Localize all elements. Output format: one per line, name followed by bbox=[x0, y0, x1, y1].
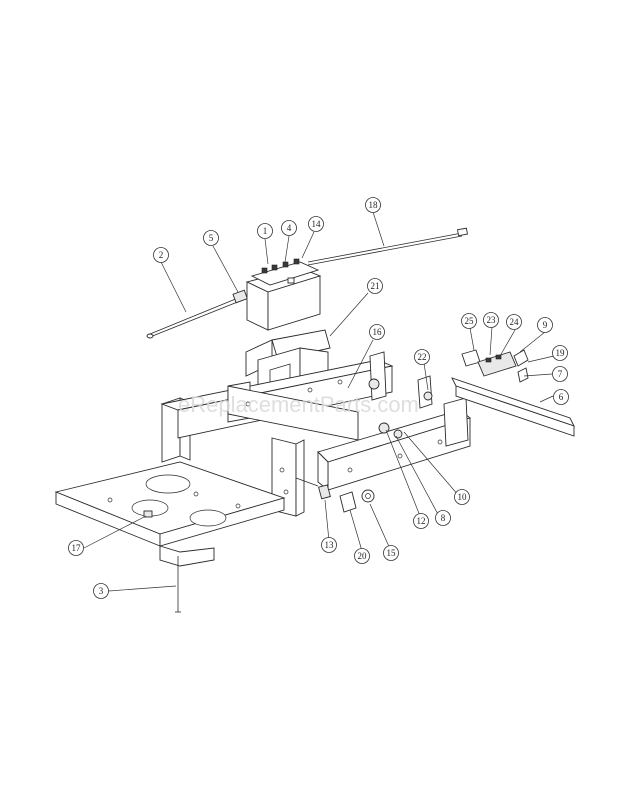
callout-23: 23 bbox=[483, 312, 499, 328]
battery-cable-long bbox=[307, 227, 468, 266]
svg-text:18: 18 bbox=[369, 200, 379, 210]
svg-text:17: 17 bbox=[72, 543, 82, 553]
callout-21: 21 bbox=[367, 278, 383, 294]
small-parts bbox=[295, 351, 433, 513]
svg-text:25: 25 bbox=[465, 316, 475, 326]
callout-1: 1 bbox=[257, 223, 273, 239]
callout-18: 18 bbox=[365, 197, 381, 213]
callout-3: 3 bbox=[93, 583, 109, 599]
svg-text:8: 8 bbox=[441, 513, 446, 523]
svg-text:15: 15 bbox=[387, 548, 397, 558]
callout-17: 17 bbox=[68, 540, 84, 556]
right-channel bbox=[317, 397, 471, 491]
svg-text:10: 10 bbox=[458, 492, 468, 502]
svg-text:20: 20 bbox=[358, 551, 368, 561]
svg-text:16: 16 bbox=[373, 327, 383, 337]
callout-12: 12 bbox=[413, 513, 429, 529]
callout-8: 8 bbox=[435, 510, 451, 526]
callout-14: 14 bbox=[308, 216, 324, 232]
callout-4: 4 bbox=[281, 220, 297, 236]
watermark-text: eReplacementParts.com bbox=[178, 392, 419, 417]
svg-text:5: 5 bbox=[209, 233, 214, 243]
svg-text:24: 24 bbox=[510, 317, 520, 327]
right-rail bbox=[451, 349, 575, 437]
callout-25: 25 bbox=[461, 313, 477, 329]
svg-text:7: 7 bbox=[558, 369, 563, 379]
svg-text:3: 3 bbox=[99, 586, 104, 596]
svg-text:2: 2 bbox=[159, 250, 164, 260]
callout-7: 7 bbox=[552, 366, 568, 382]
frame-assembly bbox=[160, 359, 394, 517]
callout-15: 15 bbox=[383, 545, 399, 561]
svg-text:13: 13 bbox=[325, 540, 335, 550]
callout-24: 24 bbox=[506, 314, 522, 330]
svg-text:9: 9 bbox=[543, 320, 548, 330]
callout-5: 5 bbox=[203, 230, 219, 246]
callout-leaders bbox=[83, 211, 555, 592]
battery bbox=[245, 258, 322, 331]
svg-text:14: 14 bbox=[312, 219, 322, 229]
callout-2: 2 bbox=[153, 247, 169, 263]
callout-19: 19 bbox=[552, 345, 568, 361]
base-plate bbox=[54, 461, 286, 613]
svg-text:6: 6 bbox=[559, 392, 564, 402]
svg-text:19: 19 bbox=[556, 348, 566, 358]
svg-text:1: 1 bbox=[263, 226, 268, 236]
svg-text:23: 23 bbox=[487, 315, 497, 325]
callout-13: 13 bbox=[321, 537, 337, 553]
callout-20: 20 bbox=[354, 548, 370, 564]
svg-text:22: 22 bbox=[418, 352, 427, 362]
callout-9: 9 bbox=[537, 317, 553, 333]
svg-text:21: 21 bbox=[371, 281, 380, 291]
battery-cable-short bbox=[146, 289, 248, 339]
svg-text:4: 4 bbox=[287, 223, 292, 233]
callout-6: 6 bbox=[553, 389, 569, 405]
svg-text:12: 12 bbox=[417, 516, 426, 526]
callout-10: 10 bbox=[454, 489, 470, 505]
callout-16: 16 bbox=[369, 324, 385, 340]
callout-22: 22 bbox=[414, 349, 430, 365]
